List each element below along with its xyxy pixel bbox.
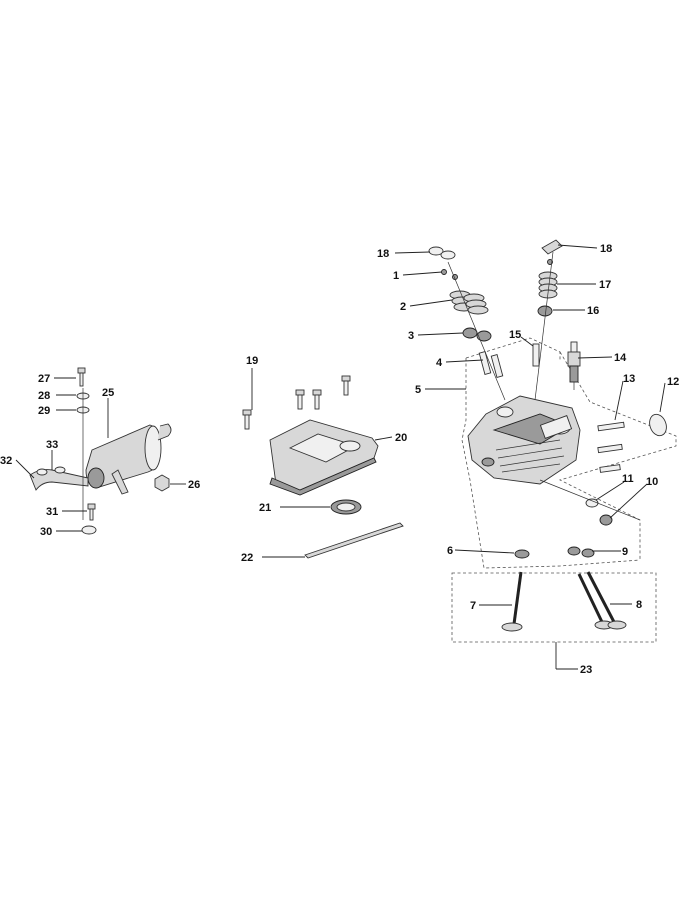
retainer-18-left [428,246,444,256]
nut-10 [599,514,613,526]
callout-15: 15 [509,329,521,341]
callout-1: 1 [393,270,399,282]
callout-8: 8 [636,599,642,611]
callout-26: 26 [188,479,200,491]
valve-guide-15 [532,343,540,367]
callout-33: 33 [46,439,58,451]
cylinder-head-5 [467,395,581,485]
gasket-22 [304,522,404,559]
bolt-31 [87,503,96,521]
callout-9: 9 [622,546,628,558]
callout-20: 20 [395,432,407,444]
callout-30: 30 [40,526,52,538]
valve-seat-9 [567,546,581,556]
callout-27: 27 [38,373,50,385]
callout-10: 10 [646,476,658,488]
retainer-18-right [541,239,563,255]
valve-cover-group [242,375,404,559]
callout-5: 5 [415,384,421,396]
muffler-group [29,367,172,535]
valve-guide-4 [478,351,492,375]
callout-28: 28 [38,390,50,402]
callout-4: 4 [436,357,443,369]
callout-labels: 18 1 2 3 4 5 6 7 8 9 10 11 12 13 14 15 1… [0,243,679,676]
callout-2: 2 [400,301,406,313]
leader-lines [15,244,666,606]
stud-13 [597,421,625,473]
valve-seal-3 [462,327,478,339]
callout-31: 31 [46,506,58,518]
callout-21: 21 [259,502,271,514]
gasket-12 [649,413,667,437]
spring-2 [449,290,489,315]
callout-25: 25 [102,387,114,399]
callout-14: 14 [614,352,627,364]
callout-16: 16 [587,305,599,317]
muffler-25 [85,423,172,495]
valve-cover-20 [269,419,379,496]
exhaust-pipe-32 [29,466,89,491]
valve-8 [577,571,627,630]
keeper-1 [441,269,447,275]
callout-18-right: 18 [600,243,612,255]
callout-6: 6 [447,545,453,557]
gasket-30 [81,525,97,535]
valve-seal-16 [537,305,553,317]
valve-seat-6 [514,549,530,559]
callout-7: 7 [470,600,476,612]
callout-18-left: 18 [377,248,389,260]
callout-11: 11 [622,473,634,485]
spark-plug-14 [567,341,581,390]
callout-22: 22 [241,552,253,564]
cylinder-head-group [428,239,677,670]
callout-29: 29 [38,405,50,417]
callout-19: 19 [246,355,258,367]
callout-3: 3 [408,330,414,342]
callout-12: 12 [667,376,679,388]
callout-32: 32 [0,455,12,467]
callout-17: 17 [599,279,611,291]
nut-26 [154,474,170,492]
callout-23: 23 [580,664,592,676]
bolt-19 [242,375,351,430]
callout-13: 13 [623,373,635,385]
valve-7 [501,571,523,632]
bolt-27 [77,367,86,387]
